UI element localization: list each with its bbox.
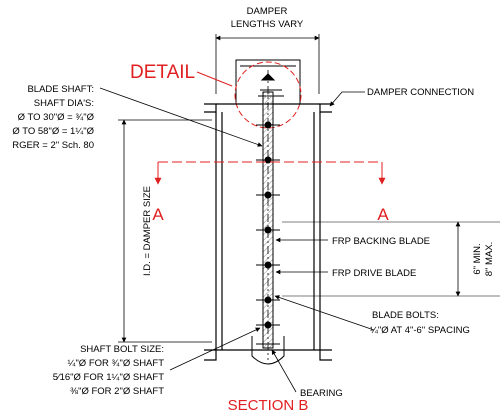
- blade-bolts: [256, 121, 280, 329]
- section-title: SECTION B: [228, 397, 309, 410]
- blade-shaft-label-1: BLADE SHAFT:: [27, 84, 94, 95]
- damper-length-dimension: [215, 34, 320, 94]
- shaft-bolt-size-line-1: ¼"Ø FOR ¾"Ø SHAFT: [68, 358, 165, 369]
- section-label-left: A: [152, 205, 164, 224]
- shaft-bolt-size-line-3: ⅜"Ø FOR 2"Ø SHAFT: [70, 386, 164, 397]
- damper-connection-label: DAMPER CONNECTION: [367, 87, 474, 98]
- blade-shaft-label-3: Ø TO 30"Ø = ¾"Ø: [18, 112, 95, 123]
- damper-lengths-label-1: DAMPER: [247, 6, 288, 17]
- blade-bolts-label-1: BLADE BOLTS:: [372, 310, 439, 321]
- damper-lengths-label-2: LENGTHS VARY: [231, 19, 304, 30]
- min-label: 6" MIN.: [472, 243, 483, 274]
- frp-backing-blade-label: FRP BACKING BLADE: [332, 236, 430, 247]
- detail-circle: [234, 61, 302, 129]
- max-label: 8" MAX.: [484, 242, 495, 277]
- section-label-right: A: [377, 205, 389, 224]
- shaft-bolt-size-line-2: 5⁄16"Ø FOR 1¼"Ø SHAFT: [53, 372, 164, 383]
- blade-bolts-label-2: ¼"Ø AT 4"-6" SPACING: [370, 325, 470, 336]
- blade-shaft-label-5: RGER = 2" Sch. 80: [12, 140, 94, 151]
- id-damper-size-label: I.D. = DAMPER SIZE: [142, 186, 153, 276]
- section-cut-line: [154, 161, 386, 185]
- leaders: [99, 87, 375, 393]
- detail-leader: [196, 71, 233, 87]
- id-dimension: [118, 119, 212, 343]
- frp-drive-blade-label: FRP DRIVE BLADE: [332, 268, 416, 279]
- blade-shaft: [262, 70, 274, 360]
- blade-shaft-label-4: Ø TO 58"Ø = 1¼"Ø: [12, 126, 94, 137]
- detail-label: DETAIL: [130, 62, 195, 83]
- bearing-label: BEARING: [300, 388, 343, 399]
- blade-shaft-label-2: SHAFT DIA'S:: [34, 98, 94, 109]
- min-max-dimension: [282, 221, 500, 297]
- shaft-bolt-size-title: SHAFT BOLT SIZE:: [80, 344, 164, 355]
